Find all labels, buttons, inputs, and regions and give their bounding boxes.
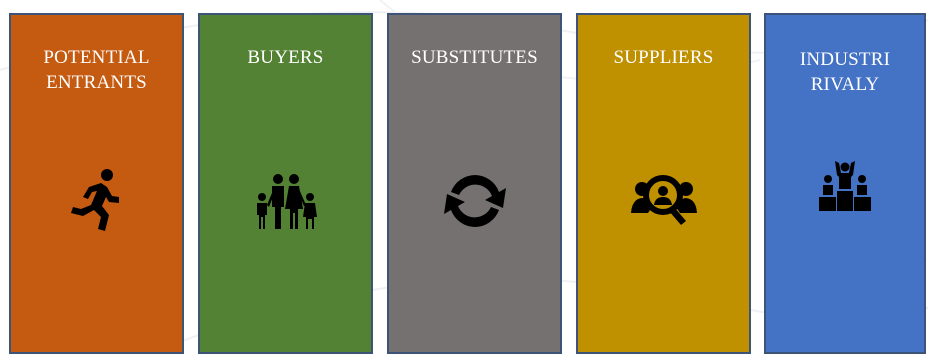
card-label-potential-entrants: POTENTIAL ENTRANTS (43, 47, 150, 93)
card-buyers: BUYERS (198, 13, 373, 354)
search-people-icon (630, 175, 697, 225)
card-label-buyers: BUYERS (247, 47, 324, 68)
card-suppliers: SUPPLIERS (576, 13, 751, 354)
running-person-icon (70, 169, 119, 231)
card-substitutes: SUBSTITUTES (387, 13, 562, 354)
podium-icon (819, 161, 871, 211)
card-label-suppliers: SUPPLIERS (613, 47, 714, 68)
family-icon (256, 174, 317, 229)
refresh-arrows-icon (443, 175, 506, 227)
card-label-industri-rivaly: INDUSTRI RIVALY (799, 49, 891, 95)
card-label-substitutes: SUBSTITUTES (411, 47, 538, 68)
card-industri-rivaly: INDUSTRI RIVALY (764, 13, 926, 354)
card-potential-entrants: POTENTIAL ENTRANTS (9, 13, 184, 354)
